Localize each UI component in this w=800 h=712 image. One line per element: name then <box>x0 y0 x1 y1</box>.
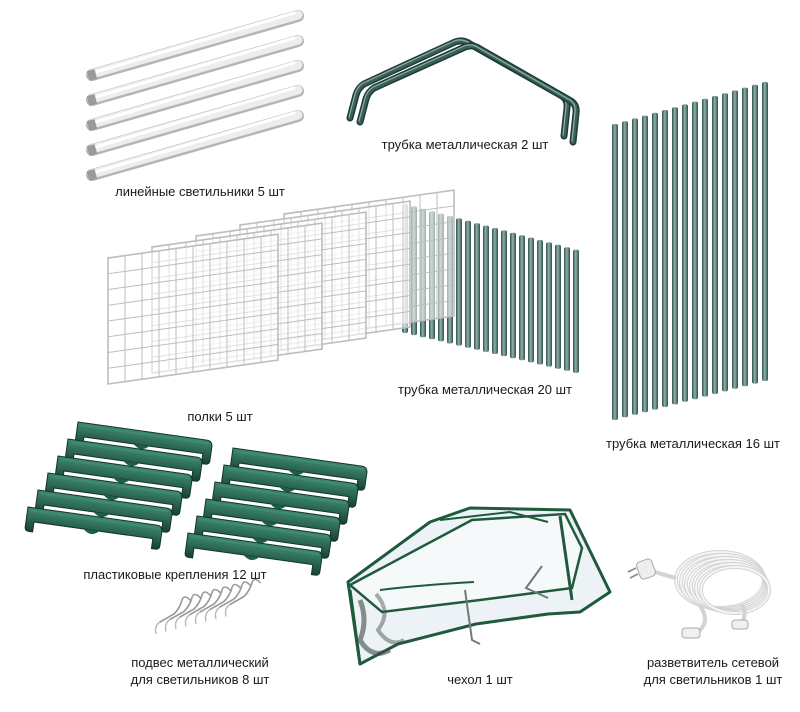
wire-shelf-icon <box>107 189 455 385</box>
tube-16 <box>732 90 738 389</box>
tube-16 <box>682 104 688 402</box>
tube-16 <box>622 121 628 418</box>
plastic-clip <box>24 506 163 550</box>
tube-16 <box>652 112 658 410</box>
splitter-caption: разветвитель сетевой для светильников 1 … <box>643 655 783 687</box>
power-splitter-icon <box>627 550 771 639</box>
shelves-caption: полки 5 шт <box>187 409 253 424</box>
tube-20 <box>465 220 471 348</box>
metal-hook-icon <box>154 578 261 635</box>
tube-20 <box>519 235 525 361</box>
hook <box>159 596 191 623</box>
plastic-clip <box>54 455 193 499</box>
hook <box>209 583 241 611</box>
power-plug <box>636 558 656 580</box>
tubes16-caption: трубка металлическая 16 шт <box>606 436 780 451</box>
tube-16 <box>752 84 758 384</box>
plastic-clip-icon <box>24 421 368 576</box>
tube-16 <box>692 101 698 400</box>
hook <box>199 586 231 613</box>
tube-16 <box>702 98 708 397</box>
hook <box>229 578 261 606</box>
wire-shelf <box>107 233 279 385</box>
hook <box>179 591 211 618</box>
lamps-caption: линейные светильники 5 шт <box>115 184 285 199</box>
tube-16 <box>632 118 638 415</box>
arch-tube <box>356 42 580 146</box>
plastic-clip <box>184 532 323 576</box>
tube-20 <box>483 225 489 352</box>
lamp-bar <box>86 35 304 106</box>
cable-connector <box>731 619 749 630</box>
cable-connector <box>681 627 701 639</box>
tube-20 <box>501 230 507 357</box>
tube-16 <box>612 124 618 420</box>
arches-caption: трубка металлическая 2 шт <box>381 137 549 152</box>
cover-caption: чехол 1 шт <box>447 672 513 687</box>
hook <box>169 593 201 621</box>
tube-20 <box>564 247 570 371</box>
tube-16 <box>662 110 668 407</box>
metal-arch-icon <box>346 37 580 146</box>
hook <box>189 588 221 616</box>
tube-20 <box>492 228 498 354</box>
tube-20 <box>510 232 516 359</box>
linear-lamp-icon <box>86 10 304 181</box>
lamp-bar <box>86 85 304 156</box>
hooks-caption: подвес металлический для светильников 8 … <box>130 655 270 687</box>
tube-16 <box>642 115 648 413</box>
tube-16 <box>722 93 728 392</box>
tubes20-caption: трубка металлическая 20 шт <box>398 382 572 397</box>
tube-16 <box>762 82 768 381</box>
tube-20 <box>474 223 480 350</box>
tube-20 <box>573 249 579 373</box>
tube-20 <box>528 237 534 363</box>
lamp-bar <box>86 60 304 131</box>
metal-tube-icon <box>612 82 768 420</box>
tube-16 <box>672 107 678 405</box>
tube-20 <box>555 244 561 369</box>
lamp-bar <box>86 10 304 81</box>
tube-20 <box>537 240 543 365</box>
greenhouse-cover-icon <box>346 506 612 666</box>
tube-20 <box>456 218 462 346</box>
lamp-bar <box>86 110 304 181</box>
hook <box>219 581 251 608</box>
tube-20 <box>546 242 552 367</box>
tube-16 <box>742 87 748 387</box>
tube-16 <box>712 96 718 394</box>
clips-caption: пластиковые крепления 12 шт <box>83 567 267 582</box>
